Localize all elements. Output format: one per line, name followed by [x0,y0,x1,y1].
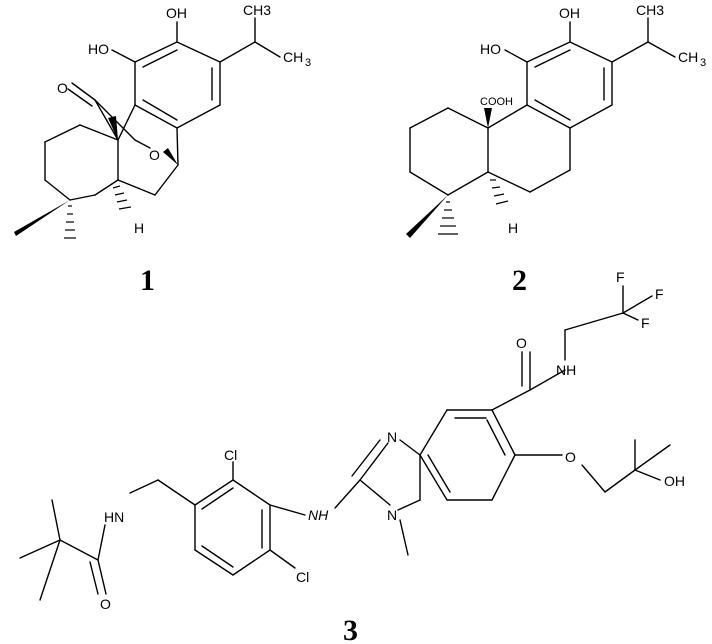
atom-label-f-right: F [655,286,664,302]
compound-1-structure [14,17,281,239]
atom-label-cl-top: Cl [224,447,237,463]
atom-label-ch: CH [678,49,698,65]
atom-label-cl-bottom: Cl [296,569,309,585]
atom-label-subscript-3: 3 [700,57,706,69]
atom-label-o-amide: O [516,335,527,351]
compound-number-3: 3 [343,614,358,644]
atom-label-f-bottom: F [641,315,650,331]
atom-label-hn: HN [104,509,124,525]
atom-label-subscript-3: 3 [305,57,311,69]
atom-label-o-carbonyl: O [100,596,111,612]
compound-1-labels: OH HO CH3 CH 3 O O H [57,2,311,236]
compound-2-structure [406,17,676,238]
compound-2-labels: OH HO CH3 CH 3 COOH H [480,2,706,236]
atom-label-ho: HO [480,41,501,57]
atom-label-f-top: F [616,269,625,285]
atom-label-nh-amide: NH [556,362,576,378]
atom-label-oh: OH [664,473,685,489]
atom-label-oh: OH [166,5,187,21]
atom-label-ch: CH [283,49,303,65]
atom-label-o-carbonyl: O [57,80,68,96]
atom-label-ch3: CH3 [636,2,664,18]
atom-label-n-imine: N [387,429,397,445]
atom-label-cooh: COOH [480,96,513,108]
compound-3-labels: F F F O NH O OH N N NH Cl Cl HN O [100,269,685,612]
atom-label-ho: HO [88,41,109,57]
compound-number-1: 1 [140,264,155,297]
compound-3-structure [19,285,671,601]
compound-number-2: 2 [512,264,527,297]
atom-label-ch3: CH3 [243,2,271,18]
atom-label-h: H [508,220,518,236]
atom-label-nh-linker: NH [308,507,329,523]
atom-label-oh: OH [559,5,580,21]
atom-label-h: H [134,220,144,236]
atom-label-o-ether: O [149,147,160,163]
atom-label-o-ether: O [565,449,576,465]
atom-label-n-methyl: N [387,507,397,523]
